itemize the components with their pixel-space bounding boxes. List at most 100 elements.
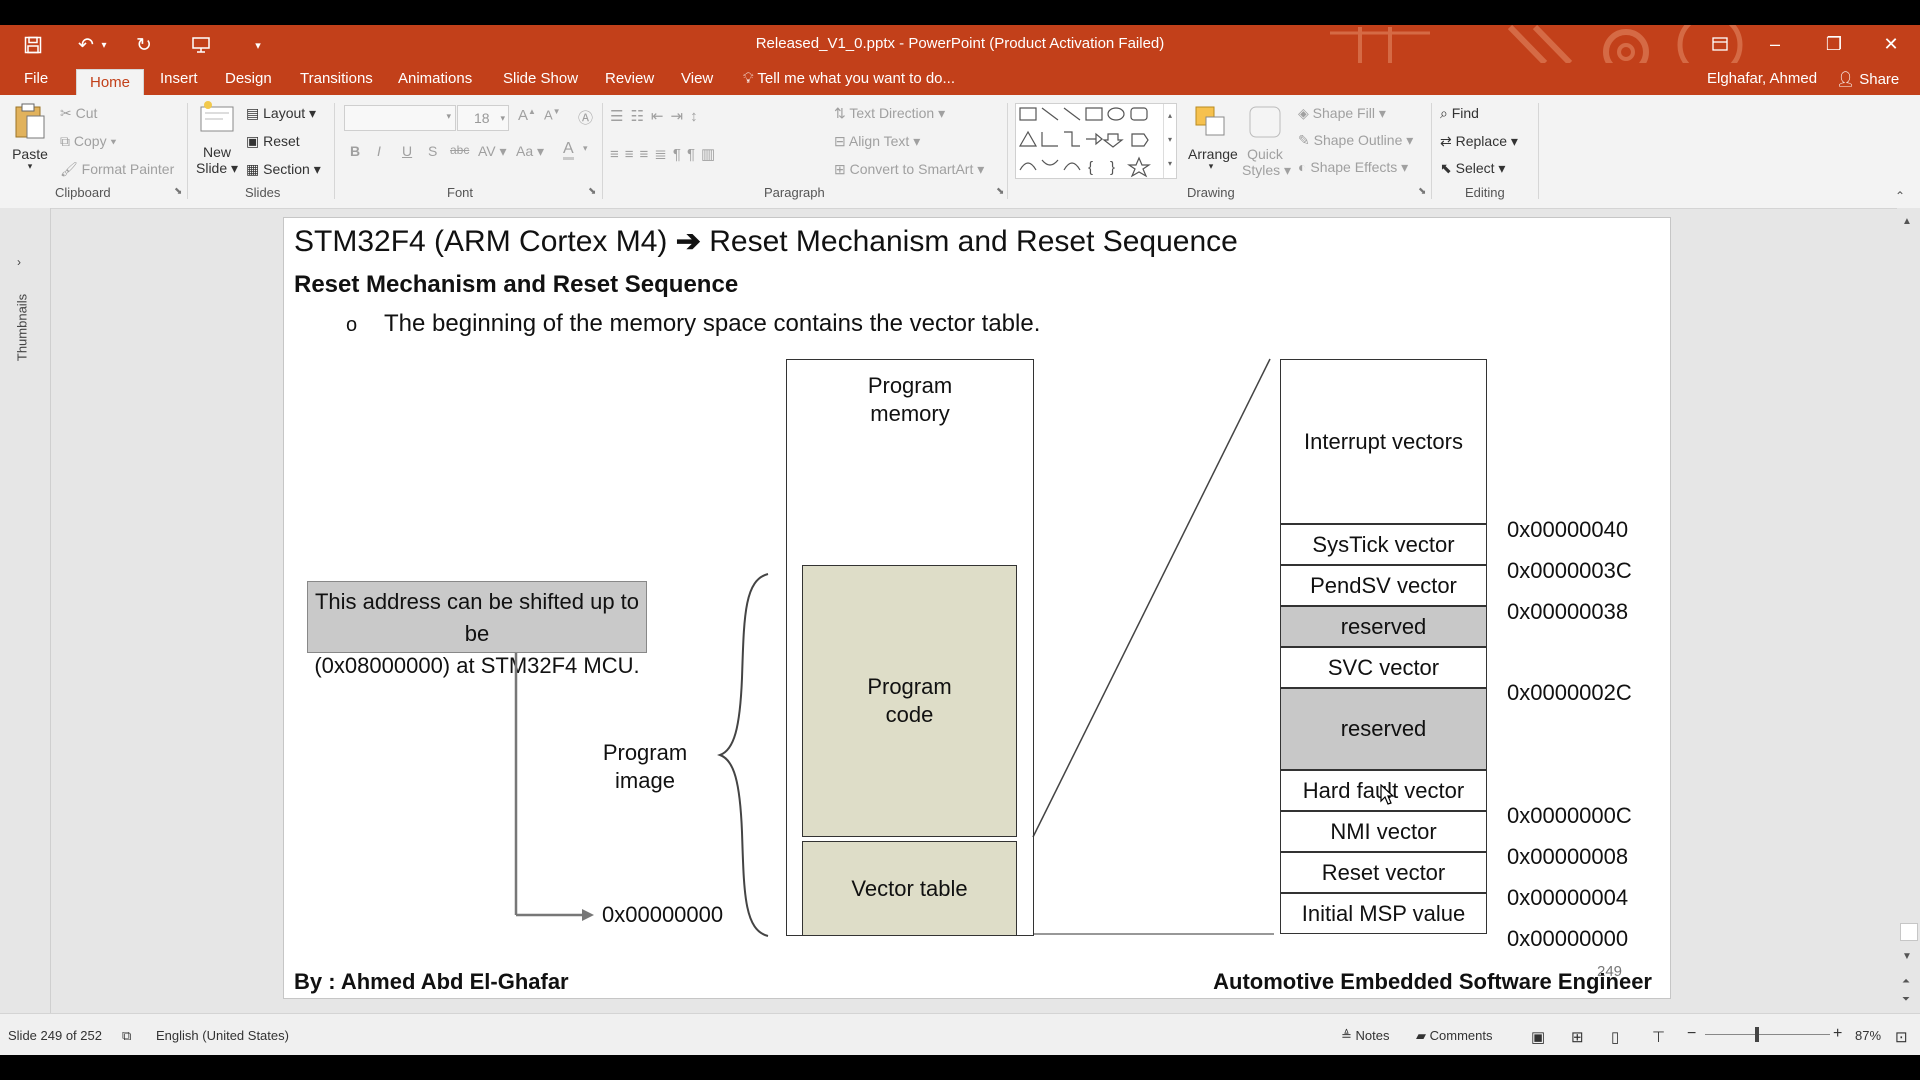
- tab-design[interactable]: Design: [225, 70, 272, 87]
- fit-to-window-icon[interactable]: ⊡: [1895, 1029, 1908, 1046]
- tab-slide-show[interactable]: Slide Show: [503, 70, 579, 87]
- rtl-icon[interactable]: ¶: [686, 146, 701, 163]
- restore-icon[interactable]: ❐: [1825, 33, 1843, 54]
- zoom-in-icon[interactable]: +: [1833, 1025, 1843, 1042]
- thumbnails-label[interactable]: Thumbnails: [14, 293, 30, 362]
- reading-view-icon[interactable]: ▯: [1611, 1029, 1620, 1046]
- collapse-ribbon-icon[interactable]: ⌃: [1895, 189, 1906, 203]
- shape-outline-button[interactable]: ✎ Shape Outline ▾: [1298, 132, 1414, 148]
- quick-styles-button[interactable]: Quick Styles ▾: [1242, 103, 1291, 179]
- bold-button[interactable]: B: [350, 143, 361, 159]
- format-painter-button[interactable]: 🖌︎ Format Painter: [60, 161, 174, 178]
- scroll-down-icon[interactable]: ▼: [1902, 951, 1912, 962]
- expand-thumbnails-icon[interactable]: ›: [17, 255, 21, 269]
- slide-canvas[interactable]: STM32F4 (ARM Cortex M4) ➔ Reset Mechanis…: [283, 217, 1671, 999]
- reset-button[interactable]: ▣ Reset: [246, 133, 300, 150]
- bullets-icon[interactable]: ☰: [610, 108, 631, 125]
- align-center-icon[interactable]: ≡: [624, 146, 640, 163]
- align-buttons[interactable]: ≡≡≡≣¶¶▥: [610, 145, 721, 163]
- text-shadow-button[interactable]: S: [428, 143, 438, 159]
- zoom-slider[interactable]: [1705, 1034, 1830, 1035]
- spelling-check-icon[interactable]: ⧉: [122, 1028, 132, 1043]
- line-spacing-icon[interactable]: ↕: [690, 108, 705, 125]
- align-text-button[interactable]: ⊟ Align Text ▾: [834, 133, 921, 149]
- close-icon[interactable]: ✕: [1883, 33, 1899, 54]
- share-button[interactable]: 👤︎ Share: [1836, 70, 1899, 88]
- normal-view-icon[interactable]: ▣: [1531, 1029, 1546, 1046]
- scroll-thumb[interactable]: [1900, 923, 1918, 941]
- arrange-button[interactable]: Arrange ▾: [1188, 103, 1238, 171]
- user-name[interactable]: Elghafar, Ahmed: [1707, 70, 1818, 87]
- notes-button[interactable]: ≜ Notes: [1341, 1028, 1390, 1044]
- font-color-dropdown-icon[interactable]: ▾: [583, 143, 588, 153]
- minimize-icon[interactable]: –: [1769, 33, 1780, 54]
- previous-slide-icon[interactable]: ⏶: [1902, 976, 1910, 987]
- columns-icon[interactable]: ▥: [701, 146, 722, 163]
- tab-animations[interactable]: Animations: [398, 70, 473, 87]
- shapes-gallery[interactable]: {} ▴▾▾: [1015, 103, 1177, 179]
- decrease-font-size-icon[interactable]: A▼: [544, 107, 561, 123]
- align-left-icon[interactable]: ≡: [610, 146, 625, 163]
- text-direction-button[interactable]: ⇅ Text Direction ▾: [834, 105, 946, 121]
- undo-dropdown-icon[interactable]: ▾: [101, 39, 107, 51]
- section-button[interactable]: ▦ Section ▾: [246, 161, 321, 177]
- shapes-gallery-scroll[interactable]: ▴▾▾: [1163, 104, 1176, 178]
- clear-formatting-icon[interactable]: Ⓐ: [578, 110, 594, 127]
- start-from-beginning-icon[interactable]: [185, 31, 217, 59]
- shape-effects-button[interactable]: ◐ Shape Effects ▾: [1298, 159, 1409, 175]
- new-slide-button[interactable]: New Slide ▾: [196, 99, 238, 177]
- font-name-dropdown-icon[interactable]: ▾: [446, 111, 451, 121]
- align-right-icon[interactable]: ≡: [639, 146, 655, 163]
- comments-button[interactable]: ▰ Comments: [1416, 1028, 1492, 1044]
- zoom-level[interactable]: 87%: [1855, 1028, 1882, 1043]
- italic-button[interactable]: I: [377, 143, 381, 159]
- decrease-indent-icon[interactable]: ⇤: [650, 108, 671, 125]
- replace-button[interactable]: ⇄ Replace ▾: [1440, 133, 1518, 149]
- tab-view[interactable]: View: [681, 70, 714, 87]
- slide-counter[interactable]: Slide 249 of 252: [8, 1028, 102, 1043]
- convert-smartart-button[interactable]: ⊞ Convert to SmartArt ▾: [834, 161, 985, 177]
- ltr-icon[interactable]: ¶: [672, 146, 687, 163]
- find-button[interactable]: ⌕ Find: [1440, 105, 1479, 122]
- font-name-input[interactable]: ▾: [344, 105, 456, 131]
- undo-icon[interactable]: ↶: [78, 34, 94, 56]
- paste-button[interactable]: Paste ▾: [8, 101, 52, 171]
- select-button[interactable]: ⬉ Select ▾: [1440, 160, 1506, 176]
- language-indicator[interactable]: English (United States): [156, 1028, 289, 1043]
- tab-insert[interactable]: Insert: [160, 70, 198, 87]
- numbering-icon[interactable]: ☷: [630, 108, 651, 125]
- change-case-button[interactable]: Aa ▾: [516, 143, 545, 159]
- increase-font-size-icon[interactable]: A▲: [518, 107, 536, 124]
- tab-transitions[interactable]: Transitions: [300, 70, 373, 87]
- redo-icon[interactable]: ↻: [136, 34, 152, 56]
- strikethrough-button[interactable]: abc: [450, 143, 470, 157]
- slide-show-icon[interactable]: ⊤: [1652, 1029, 1666, 1046]
- increase-indent-icon[interactable]: ⇥: [670, 108, 691, 125]
- clipboard-launcher-icon[interactable]: ⬊: [174, 186, 183, 197]
- save-icon[interactable]: [17, 31, 49, 59]
- ribbon-display-options-icon[interactable]: [1697, 29, 1743, 59]
- scroll-up-icon[interactable]: ▲: [1902, 216, 1912, 227]
- tab-home[interactable]: Home: [76, 69, 144, 96]
- copy-button[interactable]: ⧉ Copy ▾: [60, 133, 117, 149]
- tab-review[interactable]: Review: [605, 70, 655, 87]
- vertical-scrollbar[interactable]: ▲ ▼ ⏶ ⏷: [1897, 208, 1920, 1013]
- next-slide-icon[interactable]: ⏷: [1902, 994, 1910, 1005]
- font-color-button[interactable]: A: [563, 141, 574, 160]
- slide-sorter-icon[interactable]: ⊞: [1571, 1029, 1584, 1046]
- list-buttons[interactable]: ☰☷⇤⇥↕: [610, 107, 705, 125]
- font-size-input[interactable]: 18 ▾: [457, 105, 509, 131]
- paragraph-launcher-icon[interactable]: ⬊: [996, 186, 1005, 197]
- cut-button[interactable]: ✂ Cut: [60, 105, 97, 122]
- font-size-dropdown-icon[interactable]: ▾: [500, 113, 505, 123]
- font-launcher-icon[interactable]: ⬊: [588, 186, 597, 197]
- underline-button[interactable]: U: [402, 143, 413, 159]
- tell-me-box[interactable]: 💡︎ Tell me what you want to do...: [743, 70, 955, 87]
- zoom-out-icon[interactable]: −: [1687, 1025, 1697, 1042]
- drawing-launcher-icon[interactable]: ⬊: [1418, 186, 1427, 197]
- justify-icon[interactable]: ≣: [654, 146, 673, 163]
- tab-file[interactable]: File: [24, 70, 49, 87]
- shape-fill-button[interactable]: ◈ Shape Fill ▾: [1298, 105, 1386, 121]
- customize-toolbar-icon[interactable]: ▾: [255, 39, 261, 52]
- zoom-slider-thumb[interactable]: [1755, 1027, 1759, 1042]
